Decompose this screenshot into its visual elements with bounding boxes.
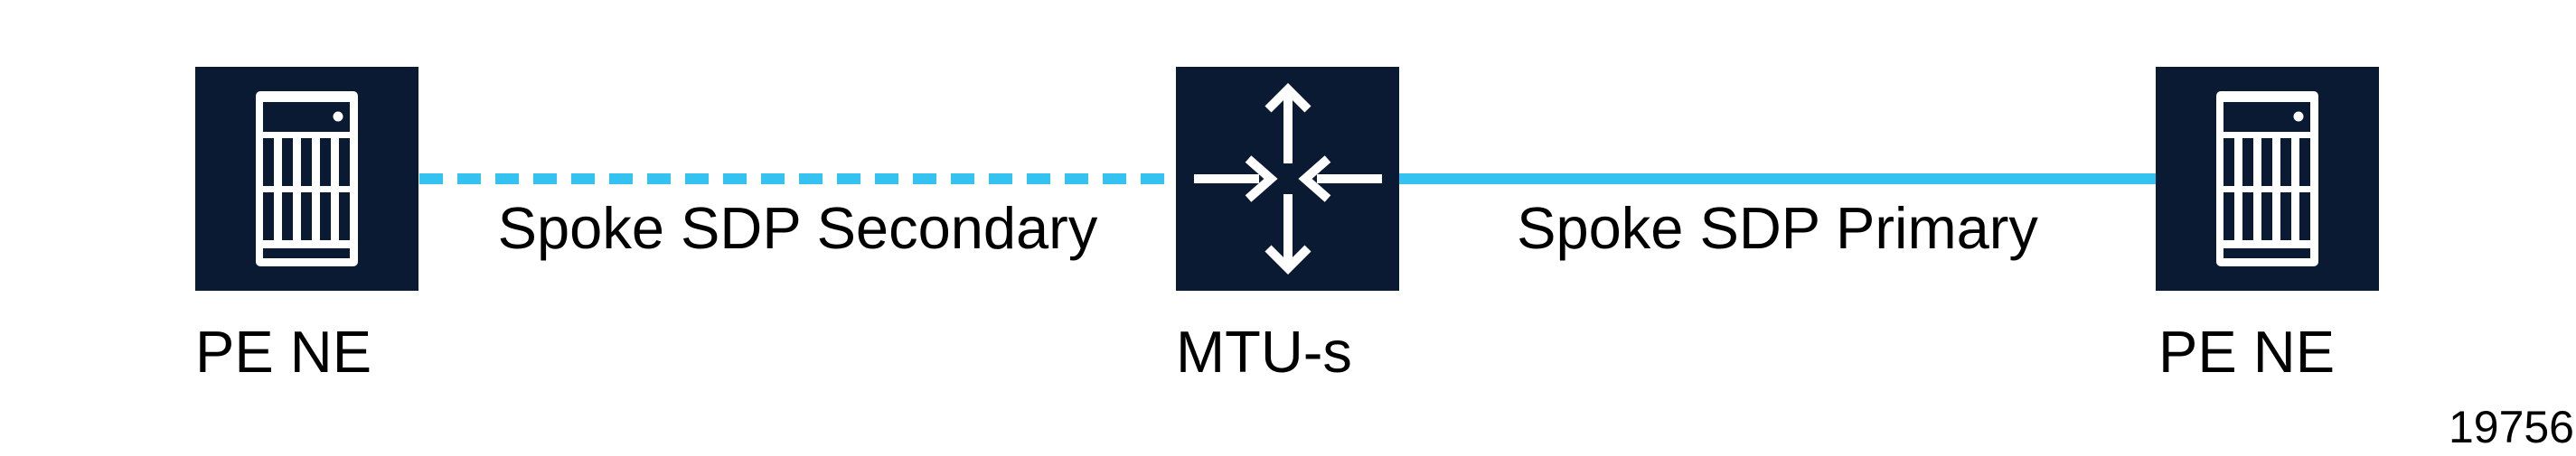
node-label-mtu-s: MTU-s — [1176, 319, 1352, 385]
node-pe-left — [195, 67, 418, 291]
link-spoke-sdp-primary — [1399, 173, 2156, 184]
link-label-primary: Spoke SDP Primary — [1517, 195, 2038, 261]
link-spoke-sdp-secondary — [419, 173, 1176, 184]
node-label-pe-left: PE NE — [195, 319, 372, 385]
figure-number: 19756 — [2448, 402, 2574, 452]
server-chassis-icon — [256, 91, 358, 266]
link-label-secondary: Spoke SDP Secondary — [497, 195, 1098, 261]
node-pe-right — [2156, 67, 2379, 291]
node-label-pe-right: PE NE — [2158, 319, 2336, 385]
router-arrows-icon — [1193, 83, 1382, 275]
server-chassis-icon — [2216, 91, 2318, 266]
node-mtu-s — [1176, 67, 1399, 291]
